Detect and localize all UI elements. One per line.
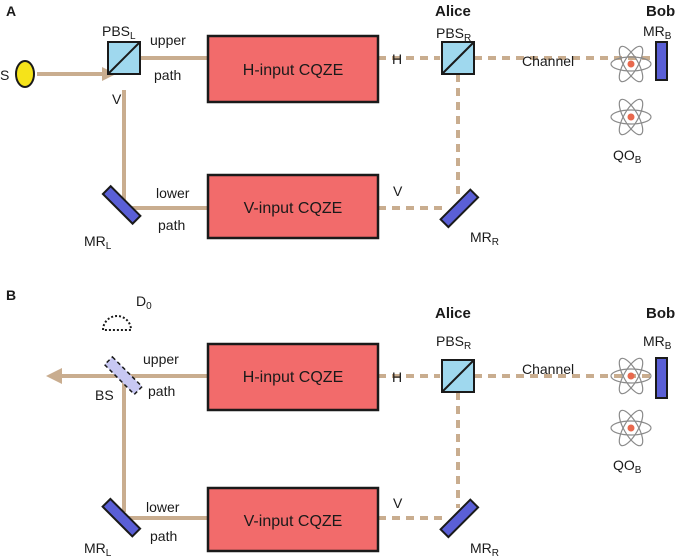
- mirror-left: [101, 184, 142, 226]
- h-input-cqze-label: H-input CQZE: [243, 62, 343, 79]
- mr-r-label: MRR: [470, 229, 499, 248]
- lower-path-label-1: lower: [156, 185, 190, 201]
- alice-label-b: Alice: [435, 305, 471, 322]
- pbs-left-label: PBSL: [102, 23, 136, 42]
- photon-source: [15, 60, 35, 88]
- detector-label: D0: [136, 293, 152, 312]
- v-label: V: [112, 91, 122, 107]
- mr-r-label-b: MRR: [470, 540, 499, 559]
- detector-d0: [101, 315, 133, 331]
- h-input-cqze-box: [206, 34, 380, 104]
- pbs-right: [441, 41, 475, 75]
- panel-b-dashed-beams: [378, 374, 656, 520]
- quantum-object-atom-2-b: [610, 406, 652, 450]
- pbs-right-label-b: PBSR: [436, 333, 471, 352]
- mr-l-label-b: MRL: [84, 540, 112, 559]
- h-input-cqze-box-b: [206, 342, 380, 412]
- upper-path-label-1-b: upper: [143, 351, 179, 367]
- output-arrowhead: [46, 368, 62, 384]
- quantum-object-atom-1: [610, 42, 652, 86]
- bob-label-b: Bob: [646, 305, 675, 322]
- panel-a-beams: [37, 56, 208, 210]
- channel-label: Channel: [522, 53, 574, 69]
- upper-path-label-1: upper: [150, 32, 186, 48]
- panel-b: B D0 BS upper path H-input CQZE V-input …: [6, 287, 675, 559]
- panel-a-dashed-beams: [378, 56, 656, 210]
- mirror-left-b: [101, 497, 142, 538]
- quantum-object-atom-2: [610, 95, 652, 139]
- qo-b-label-b: QOB: [613, 457, 642, 476]
- panel-b-letter: B: [6, 287, 16, 303]
- panel-a: A S PBSL upper path V H-input CQZE: [0, 3, 675, 252]
- mirror-right-b: [439, 498, 480, 539]
- mirror-b: [655, 41, 668, 81]
- bs-label: BS: [95, 387, 114, 403]
- v-input-cqze-label: V-input CQZE: [244, 200, 343, 217]
- panel-b-beams: [62, 374, 208, 520]
- h-input-cqze-label-b: H-input CQZE: [243, 369, 343, 386]
- bob-label: Bob: [646, 3, 675, 20]
- v-label-2: V: [393, 183, 403, 199]
- upper-path-label-2: path: [154, 67, 181, 83]
- mirror-b-b: [655, 357, 668, 399]
- beam-splitter: [103, 355, 144, 396]
- mr-b-label-b: MRB: [643, 333, 672, 352]
- mr-l-label: MRL: [84, 233, 112, 252]
- panel-a-letter: A: [6, 3, 16, 19]
- v-label-b: V: [393, 495, 403, 511]
- qo-b-label: QOB: [613, 147, 642, 166]
- channel-label-b: Channel: [522, 361, 574, 377]
- mirror-right: [439, 188, 480, 229]
- v-input-cqze-box-b: [206, 486, 380, 553]
- v-input-cqze-box: [206, 173, 380, 240]
- mr-b-label: MRB: [643, 23, 672, 42]
- lower-path-label-2: path: [158, 217, 185, 233]
- source-label: S: [0, 67, 9, 83]
- pbs-right-b: [441, 359, 475, 393]
- pbs-right-label: PBSR: [436, 25, 471, 44]
- h-label-b: H: [392, 369, 402, 385]
- h-label: H: [392, 51, 402, 67]
- lower-path-label-1-b: lower: [146, 499, 180, 515]
- pbs-left: [107, 41, 141, 75]
- v-input-cqze-label-b: V-input CQZE: [244, 513, 343, 530]
- alice-label: Alice: [435, 3, 471, 20]
- upper-path-label-2-b: path: [148, 383, 175, 399]
- lower-path-label-2-b: path: [150, 528, 177, 544]
